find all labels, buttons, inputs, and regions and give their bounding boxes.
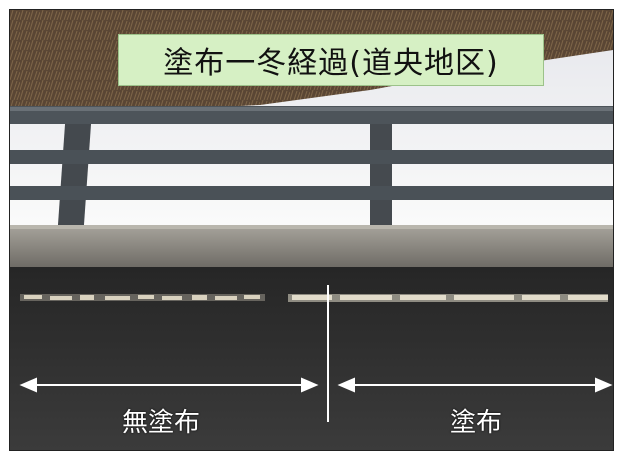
guardrail-rail bbox=[10, 150, 613, 164]
curb bbox=[10, 225, 613, 267]
photo-frame: 塗布一冬経過(道央地区) 無塗布 塗布 bbox=[9, 9, 614, 451]
treated-label: 塗布 bbox=[450, 408, 503, 438]
road-scene bbox=[10, 10, 613, 450]
guardrail-post bbox=[57, 122, 92, 230]
curb-top-edge bbox=[10, 225, 613, 229]
guardrail-rail-highlight bbox=[10, 107, 613, 111]
worn-lane-line bbox=[20, 294, 265, 301]
treated-lane-line bbox=[288, 294, 608, 302]
snow-bank bbox=[10, 50, 613, 225]
photo-title: 塗布一冬経過(道央地区) bbox=[118, 34, 544, 86]
untreated-label: 無塗布 bbox=[122, 408, 201, 438]
arrow-left-icon bbox=[19, 377, 319, 393]
guardrail-rail bbox=[10, 186, 613, 200]
guardrail-post bbox=[370, 122, 392, 228]
arrow-right-icon bbox=[337, 377, 613, 393]
